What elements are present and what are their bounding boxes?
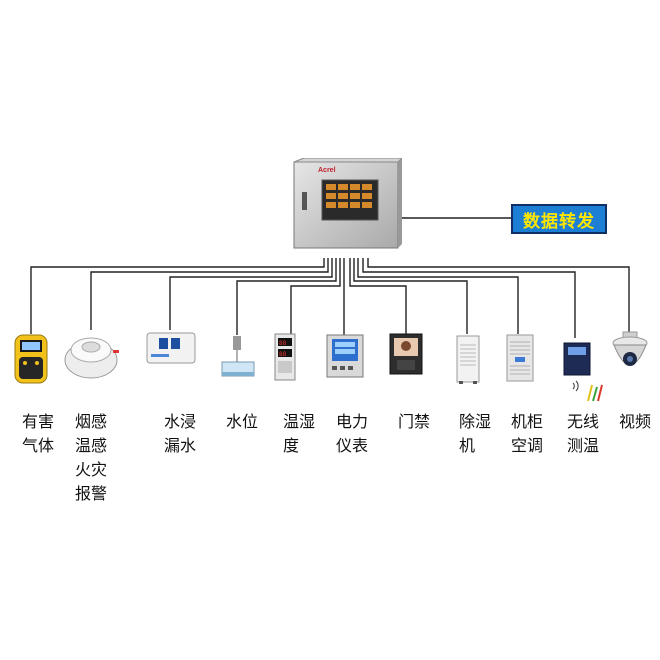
video-camera-icon xyxy=(612,331,648,366)
smoke-detector-icon xyxy=(64,337,119,379)
label-dehum: 除湿 机 xyxy=(459,412,492,455)
power-meter-icon xyxy=(326,334,364,378)
wire-aircon xyxy=(357,258,519,334)
access-control-icon xyxy=(389,333,423,375)
label-smoke: 烟感 温感 火灾 报警 xyxy=(75,412,108,503)
wireless-temp-sensor-icon xyxy=(563,342,603,402)
data-forward-label: 数据转发 xyxy=(523,211,595,232)
wire-video xyxy=(367,258,630,332)
water-level-sensor-icon xyxy=(221,336,255,377)
label-gas: 有害 气体 xyxy=(22,412,55,455)
gas-detector-icon xyxy=(14,334,48,384)
wire-leak xyxy=(169,258,333,330)
wire-access xyxy=(349,258,407,334)
label-level: 水位 xyxy=(226,412,259,431)
dehumidifier-icon xyxy=(456,335,480,384)
wire-smoke xyxy=(90,258,329,330)
controller-cabinet: Acrel xyxy=(293,158,402,249)
wire-wireless xyxy=(362,258,576,338)
wire-temphum xyxy=(290,258,341,334)
label-wireless: 无线 测温 xyxy=(567,412,600,455)
wire-dehum xyxy=(353,258,468,334)
label-aircon: 机柜 空调 xyxy=(511,412,544,455)
label-video: 视频 xyxy=(619,412,652,431)
cabinet-aircon-icon xyxy=(506,334,534,382)
wire-gas xyxy=(30,258,325,334)
temp-humidity-controller-icon: 88 88 xyxy=(274,333,296,381)
wire-level xyxy=(236,258,337,335)
label-meter: 电力 仪表 xyxy=(336,412,369,455)
svg-text:88: 88 xyxy=(279,340,287,347)
label-temphum: 温湿 度 xyxy=(283,412,316,455)
brand-logo: Acrel xyxy=(318,167,336,174)
water-leak-sensor-icon xyxy=(146,332,196,364)
data-forward-box: 数据转发 xyxy=(511,204,607,234)
label-leak: 水浸 漏水 xyxy=(164,412,197,455)
svg-text:88: 88 xyxy=(279,351,287,358)
label-access: 门禁 xyxy=(398,412,431,431)
